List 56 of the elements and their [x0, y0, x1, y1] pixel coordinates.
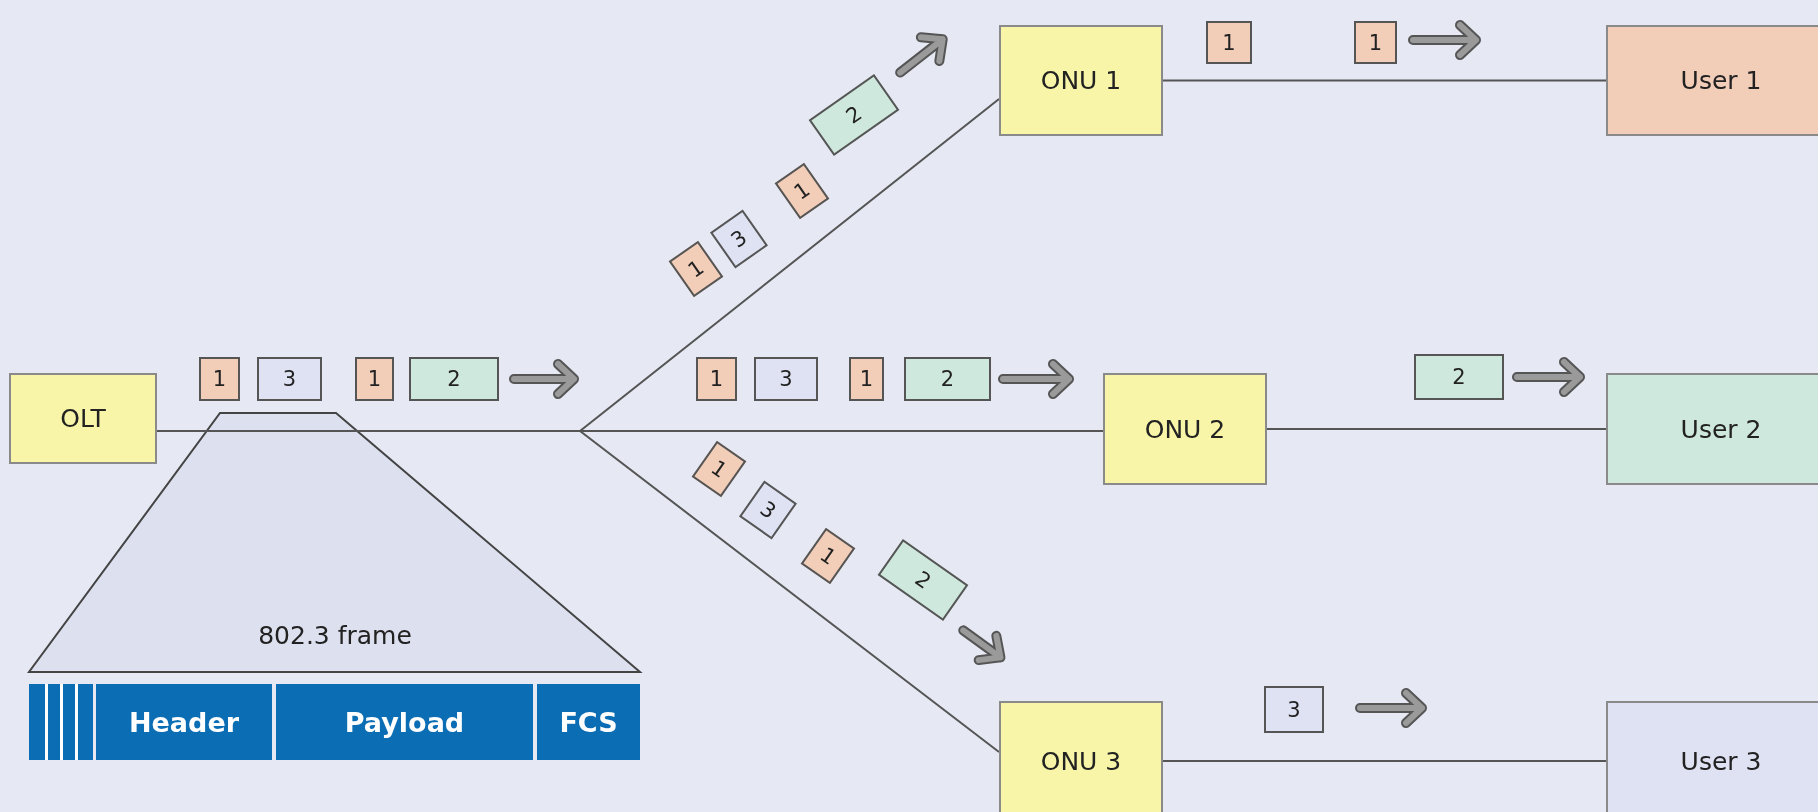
- packet-number: 1: [706, 455, 732, 483]
- packet: [696, 357, 737, 401]
- packet-number: 2: [841, 101, 867, 129]
- connector-line: [1266, 428, 1607, 430]
- user-box: [1606, 701, 1818, 812]
- packet-number: 1: [367, 367, 382, 391]
- user-box: [1606, 25, 1818, 136]
- packet-number: 3: [1287, 697, 1301, 722]
- packet-number: 2: [910, 566, 936, 594]
- box-label: Payload: [344, 706, 465, 738]
- box-label: FCS: [559, 706, 618, 738]
- packet: [1264, 686, 1324, 733]
- box-label: User 3: [1680, 746, 1762, 776]
- packet-number: 1: [1222, 30, 1236, 55]
- packet: [257, 357, 322, 401]
- connector-line: [1162, 79, 1607, 82]
- box-label: 802.3 frame: [258, 620, 412, 650]
- box-label: User 1: [1680, 66, 1762, 95]
- packet: [355, 357, 394, 401]
- olt-box: [9, 373, 157, 464]
- header-field: [96, 684, 272, 760]
- packet: [199, 357, 240, 401]
- packet-number: 1: [815, 542, 841, 570]
- packet-number: 3: [282, 367, 297, 391]
- packet-number: 1: [212, 367, 227, 391]
- packet-number: 3: [726, 225, 752, 253]
- box-label: ONU 3: [1040, 746, 1122, 776]
- box-label: OLT: [60, 404, 106, 433]
- packet: [1354, 21, 1397, 64]
- payload-field: [276, 684, 533, 760]
- packet: [1206, 21, 1252, 64]
- packet: [1414, 354, 1504, 400]
- packet-number: 1: [683, 255, 709, 283]
- packet-number: 2: [447, 367, 461, 391]
- connector-line: [1162, 760, 1607, 762]
- box-label: User 2: [1680, 414, 1762, 444]
- packet-number: 3: [779, 367, 793, 391]
- user-box: [1606, 373, 1818, 485]
- packet: [849, 357, 884, 401]
- packet-number: 1: [709, 367, 724, 391]
- packet-number: 3: [755, 496, 781, 524]
- packet: [409, 357, 499, 401]
- packet-number: 1: [1368, 30, 1383, 55]
- box-label: ONU 2: [1144, 414, 1226, 444]
- box-label: ONU 1: [1040, 66, 1122, 95]
- onu-box: [999, 701, 1163, 812]
- packet-number: 1: [789, 177, 815, 205]
- fcs-field: [537, 684, 640, 760]
- box-label: Header: [128, 706, 240, 738]
- packet-number: 2: [1452, 365, 1466, 389]
- packet-number: 2: [940, 367, 955, 391]
- packet: [904, 357, 991, 401]
- packet-number: 1: [859, 367, 874, 391]
- onu-box: [999, 25, 1163, 136]
- onu-box: [1103, 373, 1267, 485]
- packet: [754, 357, 818, 401]
